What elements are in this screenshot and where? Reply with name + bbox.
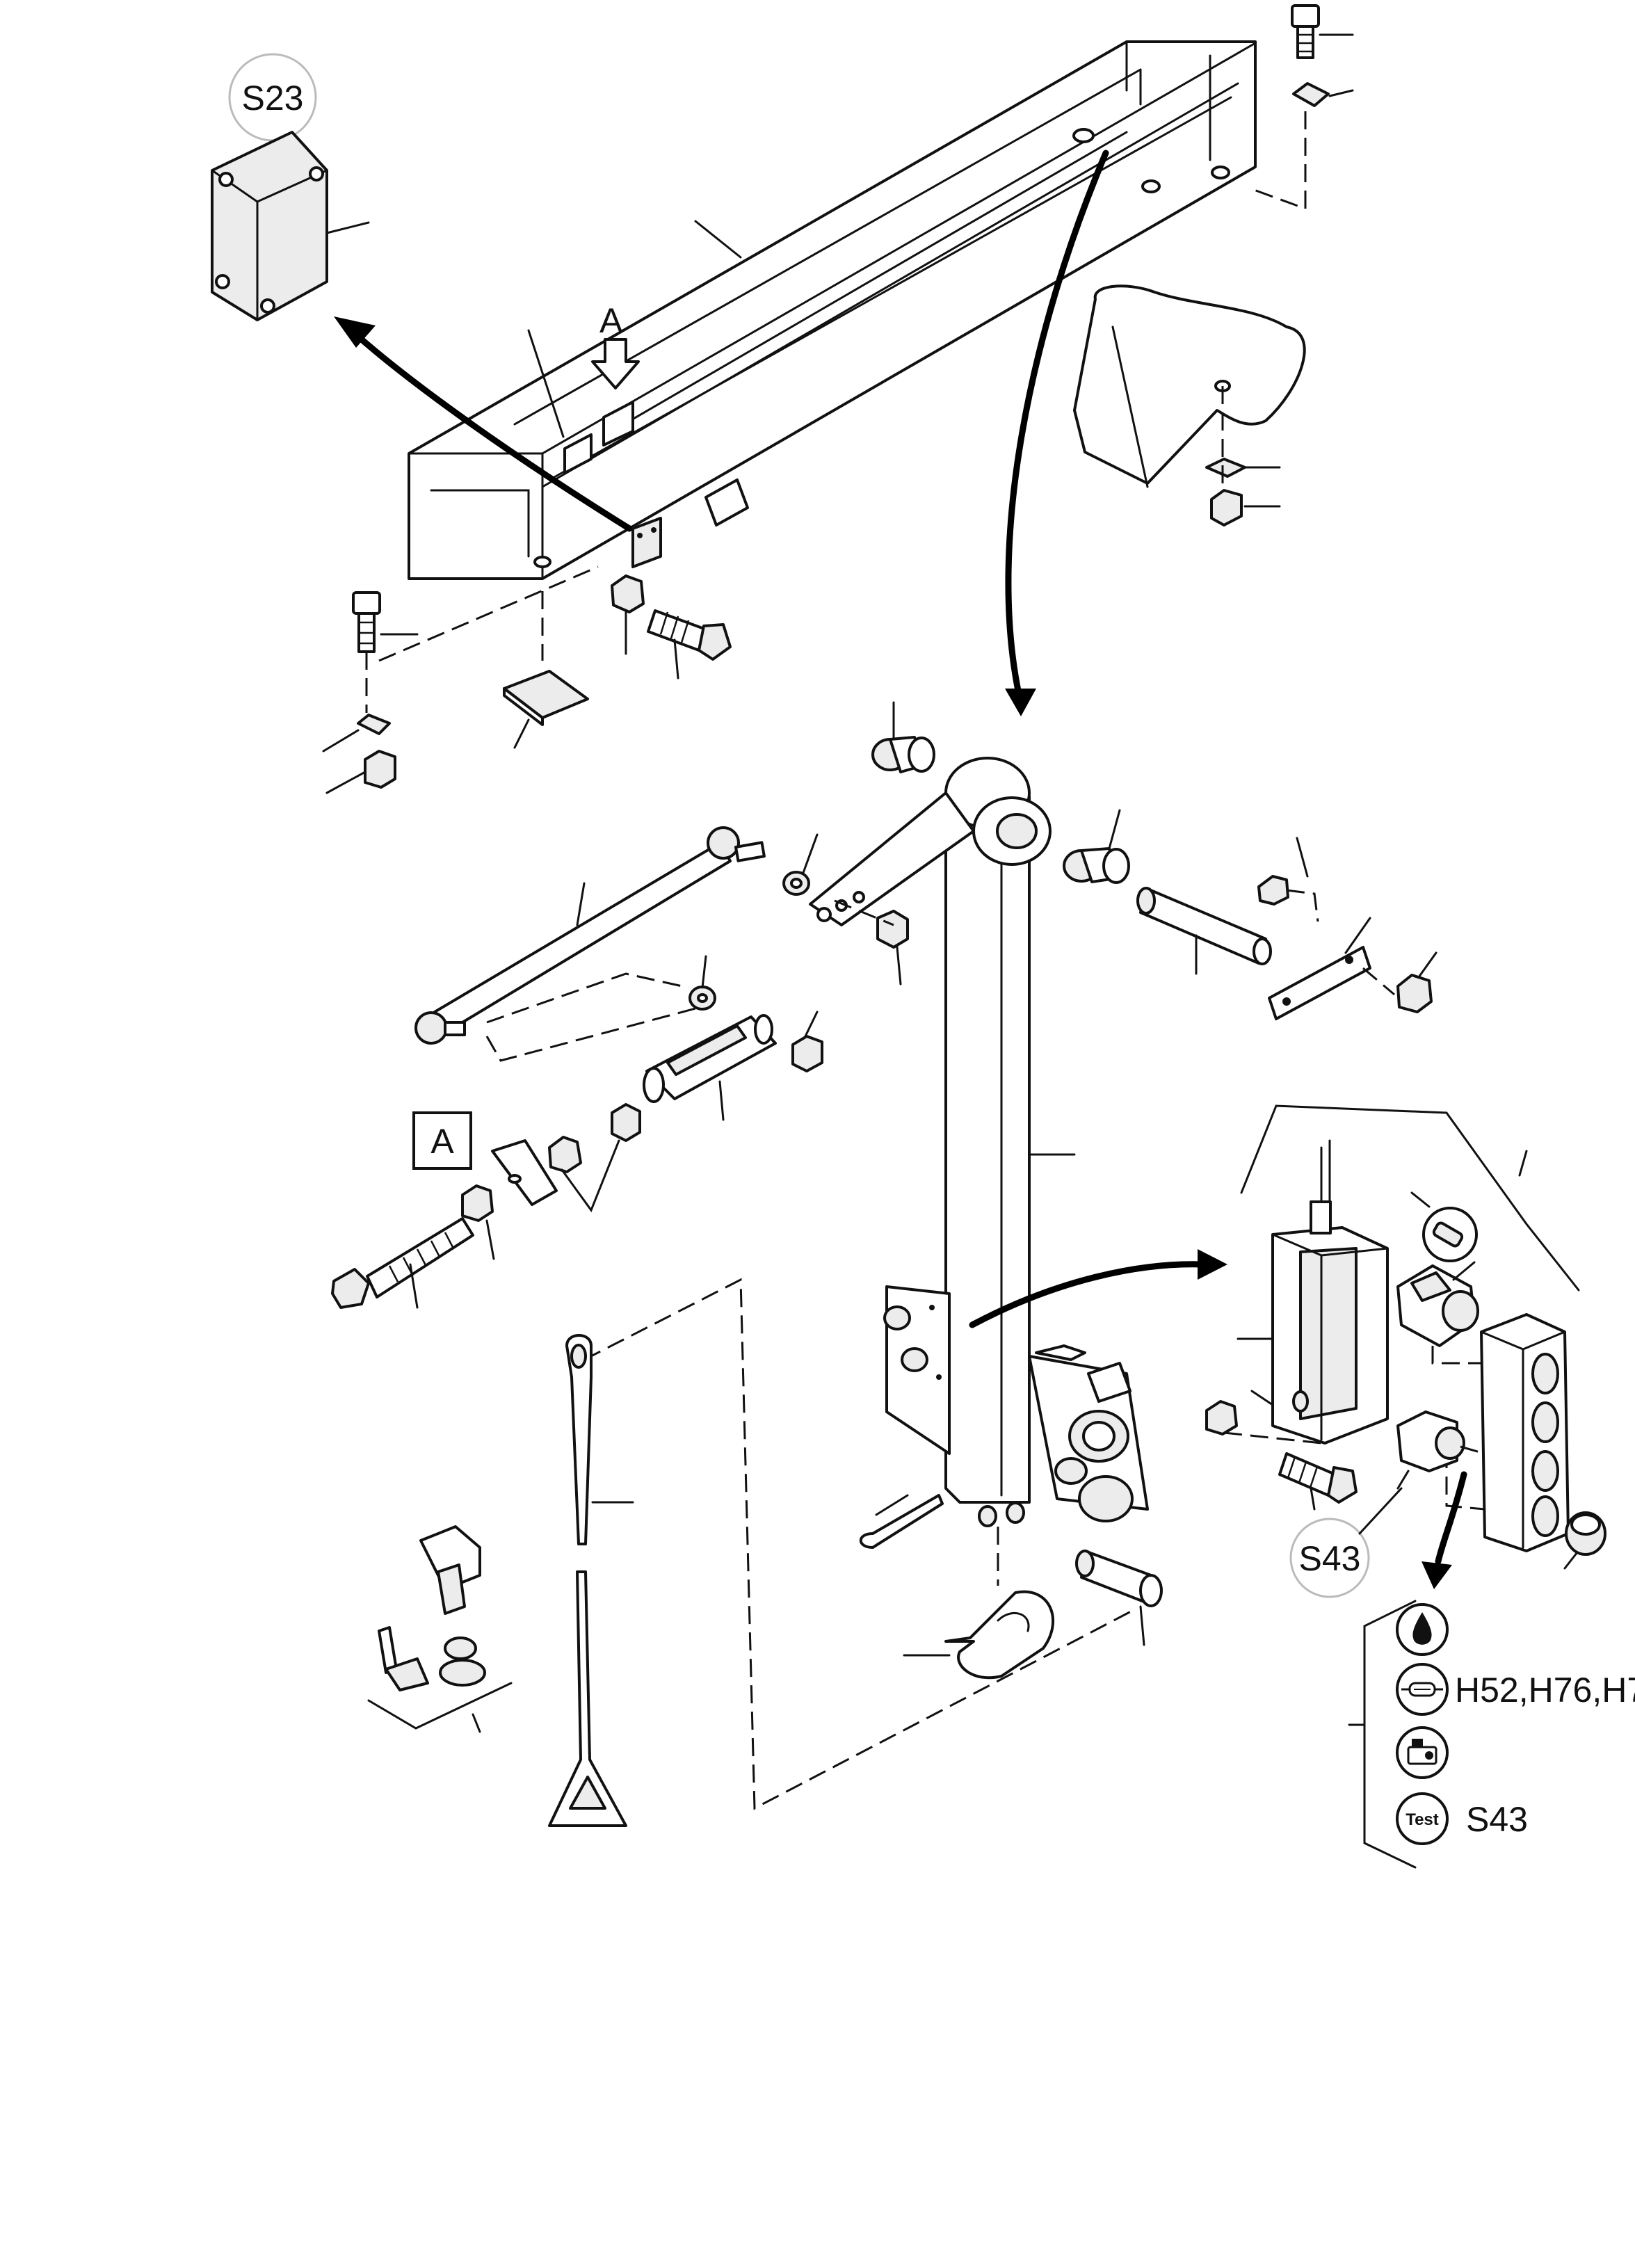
small-plate: [631, 517, 662, 568]
arrow-to-control-box: [969, 1261, 1207, 1328]
arrow-head-arm: [1005, 689, 1036, 716]
box-fasteners: [1205, 1400, 1358, 1511]
symbol-list: H52,H76,H78 Test S43: [1348, 1600, 1635, 1869]
rod-washer: [688, 955, 716, 1011]
hook-leader-line: [583, 1278, 1134, 1810]
symbol-label-test: S43: [1466, 1800, 1528, 1839]
pivot-fasteners: [782, 833, 909, 986]
arrow-to-arm: [1005, 150, 1109, 698]
strap-plate: [1257, 837, 1437, 1020]
upper-bushing: [871, 701, 935, 773]
symbol-label-lamp: H52,H76,H78: [1455, 1671, 1635, 1710]
cotter-pin: [859, 1494, 944, 1549]
arrow-head-control-box: [1198, 1249, 1227, 1280]
latch-detail: [367, 1525, 513, 1733]
junction-box-s23: [211, 131, 370, 321]
switch-unit-icon: [1407, 1739, 1437, 1765]
hinge-pin: [1075, 1550, 1163, 1646]
lamp-bulb: [1410, 1191, 1478, 1262]
arrow-head-s23: [334, 316, 376, 348]
rubber-pad: [503, 670, 589, 749]
pivot-arm: [809, 757, 1076, 1504]
view-label-a: A: [599, 301, 623, 340]
tie-rod: [414, 826, 766, 1062]
arrow-to-s23: [348, 327, 633, 532]
arrow-to-symbols: [1435, 1471, 1467, 1565]
control-panel-plate: [1431, 1313, 1570, 1552]
mount-plate: [883, 1285, 1149, 1522]
s23-label: S23: [242, 79, 304, 118]
clevis: [643, 1011, 823, 1121]
s43-callout: S43: [1289, 1487, 1403, 1598]
lamp-icon: [1401, 1682, 1443, 1697]
button-cap: [1563, 1511, 1606, 1570]
test-button-icon: Test: [1406, 1810, 1439, 1829]
view-arrow-a: A: [591, 301, 640, 389]
symbol-item-droplet: [1396, 1603, 1449, 1656]
symbol-item-switch: [1396, 1726, 1449, 1779]
detail-a: A: [331, 1103, 641, 1309]
detail-label-a: A: [430, 1122, 454, 1161]
hook: [903, 1502, 1055, 1680]
left-fasteners: [322, 565, 599, 794]
switch-unit: [1396, 1261, 1479, 1347]
top-right-fasteners: [1248, 4, 1354, 211]
beam-bracket: [1073, 284, 1306, 526]
top-beam: [408, 40, 1257, 580]
symbol-item-test: Test S43: [1396, 1792, 1528, 1845]
right-bushing-and-pin: [1063, 809, 1272, 975]
beam-bolt: [541, 574, 732, 679]
symbol-item-lamp: H52,H76,H78: [1396, 1663, 1635, 1716]
arrow-head-symbols: [1421, 1561, 1452, 1589]
test-button-part: [1396, 1410, 1485, 1490]
s43-label: S43: [1299, 1539, 1361, 1578]
s23-callout: S23: [228, 53, 317, 142]
droplet-icon: [1412, 1612, 1432, 1645]
control-box-frame: [1237, 1139, 1389, 1445]
release-handle: [548, 1334, 634, 1827]
control-box-group-leader: [1240, 1104, 1580, 1292]
